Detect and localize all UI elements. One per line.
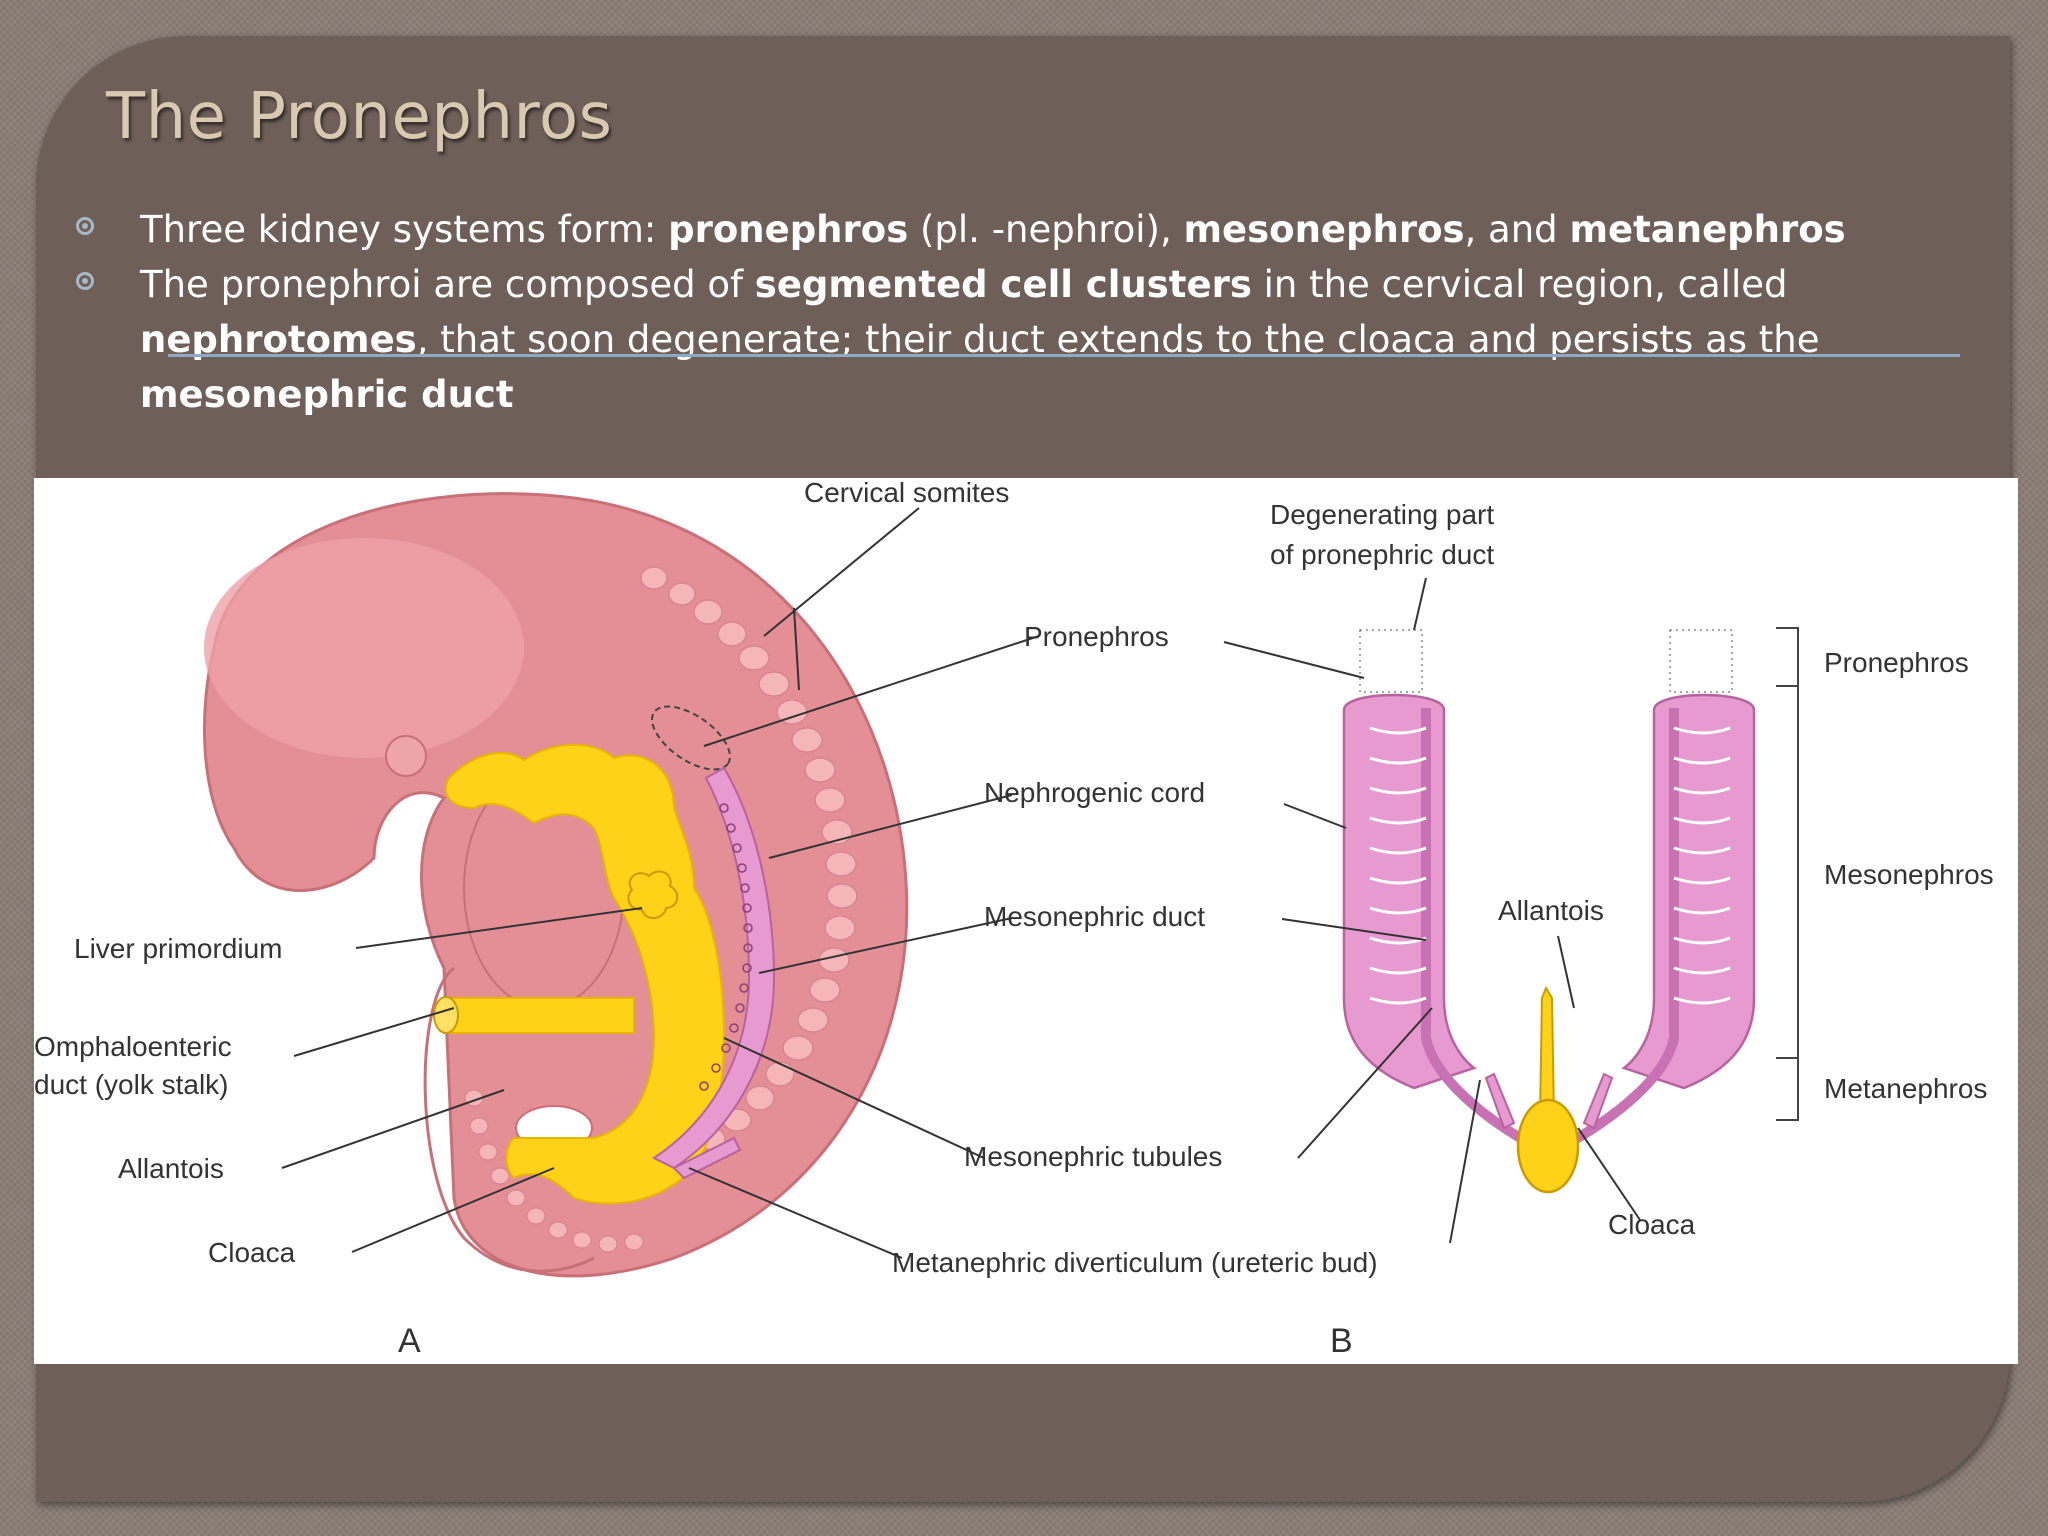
allantois-b [1538, 985, 1556, 1119]
label-metanephros: Metanephros [1824, 1073, 1987, 1104]
bullet-bold: segmented cell clusters [754, 263, 1252, 306]
bullet-bold: pronephros [668, 208, 909, 251]
label-degenerating-2: of pronephric duct [1270, 539, 1494, 570]
label-cloaca-a: Cloaca [208, 1237, 296, 1268]
label-mesonephros: Mesonephros [1824, 859, 1994, 890]
bullet-text: The pronephroi are composed of [140, 263, 755, 306]
bullet-text: in the cervical region, called [1251, 263, 1788, 306]
figure-svg: Cervical somites Pronephros Nephrogenic … [34, 478, 1994, 1360]
label-mesonephric-tubules: Mesonephric tubules [964, 1141, 1222, 1172]
bullet-text: , and [1464, 208, 1570, 251]
ureteric-bud-left [1484, 1072, 1516, 1130]
panel-b-letter: B [1330, 1322, 1353, 1360]
bullet-icon [76, 272, 94, 290]
bullet-bold: metanephros [1569, 208, 1846, 251]
liver-bud [627, 870, 679, 919]
gut-endoderm [444, 743, 726, 1205]
label-degenerating-1: Degenerating part [1270, 499, 1494, 530]
text-underline [168, 354, 1960, 357]
tail-loop [423, 966, 595, 1273]
label-omphaloenteric-2: duct (yolk stalk) [34, 1069, 229, 1100]
head-highlight [204, 538, 524, 758]
label-pronephros-a: Pronephros [1024, 621, 1169, 652]
bullet-icon [76, 217, 94, 235]
label-pronephros-b: Pronephros [1824, 647, 1969, 678]
tubules-left [1369, 726, 1427, 1005]
bullet-bold: nephrotomes [140, 318, 417, 361]
bullet-list: Three kidney systems form: pronephros (p… [72, 202, 2012, 422]
mesonephric-tubules-a [699, 803, 753, 1091]
ureteric-bud-right [1582, 1072, 1614, 1130]
label-liver-primordium: Liver primordium [74, 933, 283, 964]
degenerating-pronephros-right [1669, 629, 1733, 693]
bullet-text: , that soon degenerate; their duct exten… [416, 318, 1820, 361]
label-allantois-a: Allantois [118, 1153, 224, 1184]
bullet-item: The pronephroi are composed of segmented… [72, 257, 2012, 422]
bracket-pronephros [1776, 627, 1799, 687]
panel-a-letter: A [398, 1322, 421, 1360]
nephrogenic-cord [652, 766, 776, 1170]
bullet-text: Three kidney systems form: [140, 208, 669, 251]
cloaca-b [1516, 1098, 1580, 1194]
tail-somites [464, 1089, 644, 1253]
kidney-development-figure: Cervical somites Pronephros Nephrogenic … [34, 478, 2018, 1364]
label-omphaloenteric-1: Omphaloenteric [34, 1031, 232, 1062]
label-mesonephric-duct: Mesonephric duct [984, 901, 1205, 932]
optic-bulge [385, 735, 427, 777]
slide-title: The Pronephros [106, 80, 613, 154]
label-allantois-b: Allantois [1498, 895, 1604, 926]
bullet-bold: mesonephros [1183, 208, 1465, 251]
panel-b-leaders [1223, 577, 1641, 1244]
degenerating-pronephros-left [1359, 629, 1423, 693]
yolk-stalk-opening [433, 996, 459, 1034]
yolk-stalk [443, 997, 635, 1034]
bullet-item: Three kidney systems form: pronephros (p… [72, 202, 2012, 257]
panel-a-embryo [202, 492, 909, 1278]
mesonephric-duct-left [1421, 708, 1537, 1151]
mesonephros-left [1342, 693, 1477, 1090]
panel-b-labels: Degenerating part of pronephric duct All… [1270, 499, 1994, 1360]
panel-a-labels: Cervical somites Pronephros Nephrogenic … [34, 478, 1378, 1360]
pronephros-cluster [651, 705, 731, 771]
label-cloaca-b: Cloaca [1608, 1209, 1696, 1240]
bullet-text: (pl. -nephroi), [908, 208, 1184, 251]
tubules-right [1673, 726, 1731, 1005]
mesonephros-right [1621, 693, 1756, 1090]
panel-a-leaders [281, 507, 1040, 1259]
bracket-metanephros [1776, 1057, 1799, 1121]
label-nephrogenic-cord: Nephrogenic cord [984, 777, 1205, 808]
bracket-mesonephros [1776, 685, 1799, 1059]
bullet-bold: mesonephric duct [140, 373, 514, 416]
panel-b-kidneys [1342, 627, 1799, 1194]
label-metanephric-diverticulum: Metanephric diverticulum (ureteric bud) [892, 1247, 1378, 1278]
label-cervical-somites: Cervical somites [804, 478, 1009, 508]
